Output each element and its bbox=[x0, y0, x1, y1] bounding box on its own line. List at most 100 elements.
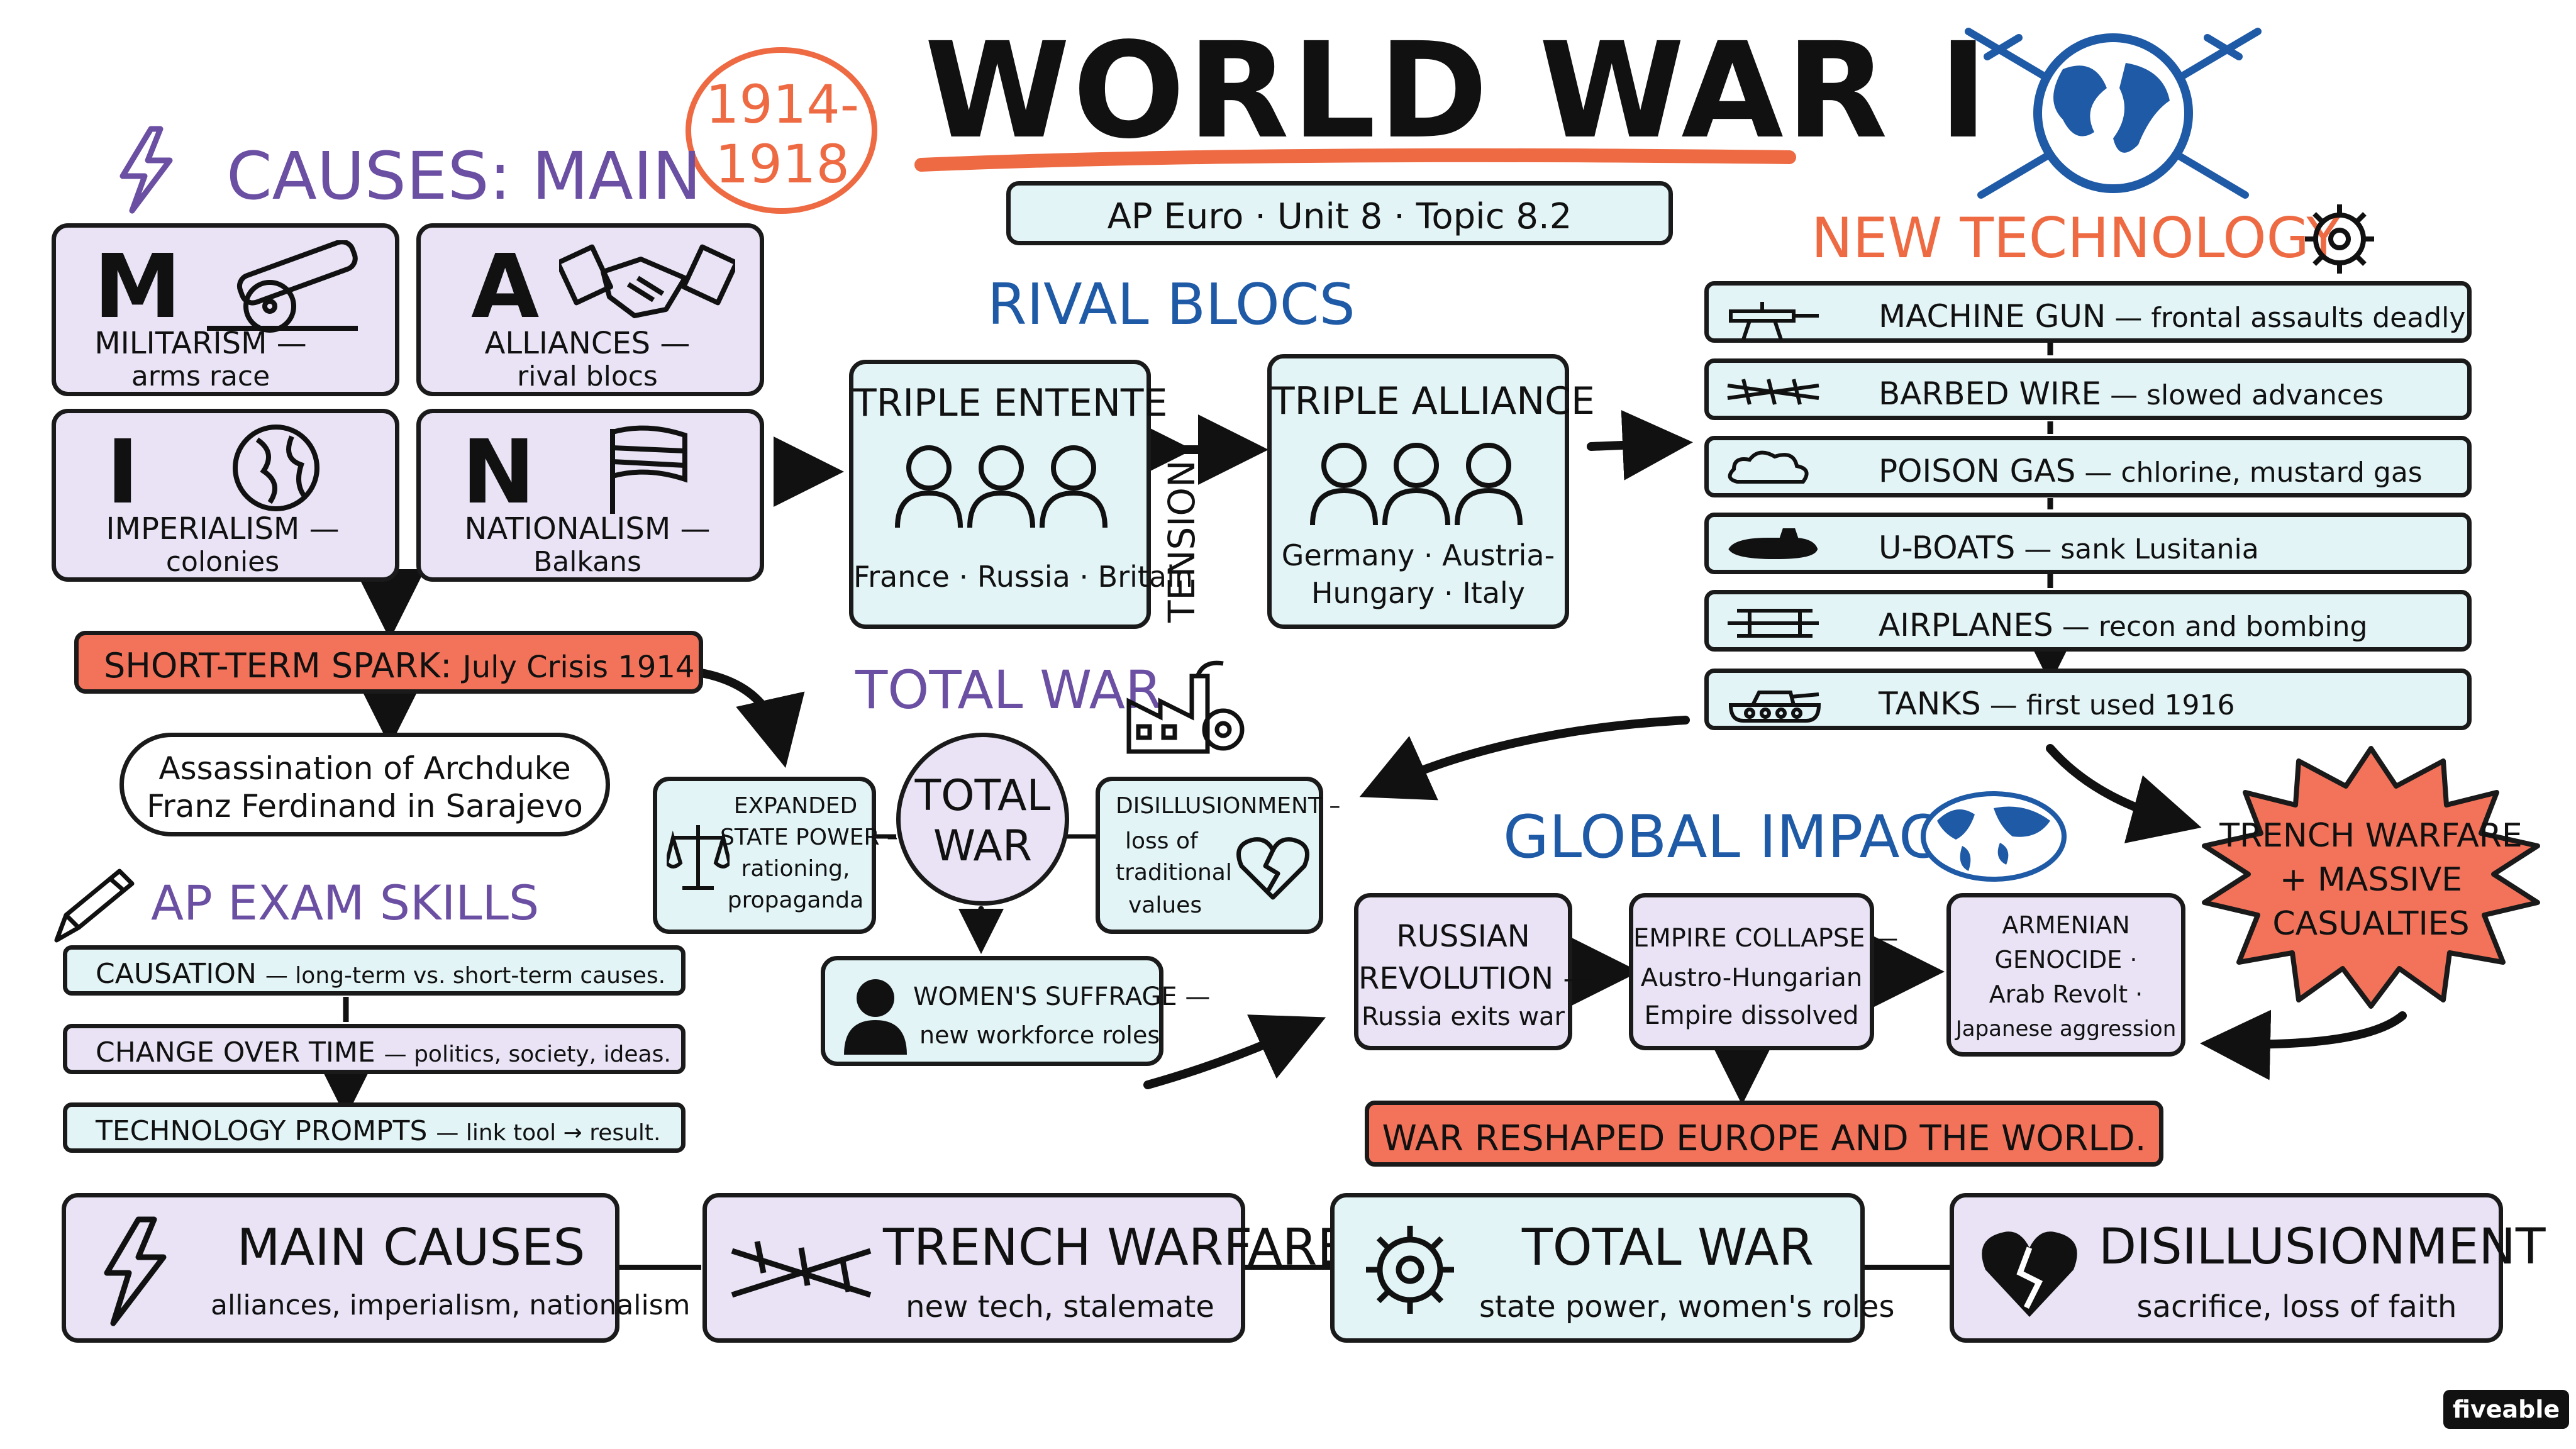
flag-icon bbox=[603, 423, 691, 517]
disillusionment-box: DISILLUSIONMENT – loss of traditional va… bbox=[1096, 777, 1340, 934]
date-start: 1914- bbox=[705, 74, 860, 135]
watermark-text: fiveable bbox=[2452, 1396, 2560, 1423]
technology-item: U-BOATS— sank Lusitania bbox=[1704, 513, 2472, 574]
globe-icon bbox=[226, 421, 326, 515]
cause-detail: colonies bbox=[165, 546, 280, 578]
biplane-icon bbox=[1724, 598, 1825, 648]
technology-detail: — chlorine, mustard gas bbox=[2084, 457, 2423, 489]
suffrage-box: WOMEN'S SUFFRAGE — new workforce roles bbox=[821, 956, 1210, 1066]
summary-title: TOTAL WAR bbox=[1521, 1218, 1814, 1277]
arrow-blocs-to-tech bbox=[1587, 409, 1693, 480]
people-icon bbox=[891, 440, 1111, 534]
alliance-name: TRIPLE ALLIANCE bbox=[1272, 379, 1595, 423]
technology-name: BARBED WIRE bbox=[1879, 375, 2102, 412]
broken-heart-icon bbox=[1235, 835, 1311, 904]
gear-icon bbox=[1353, 1213, 1504, 1326]
machine-gun-icon bbox=[1724, 289, 1825, 340]
barbed-wire-icon bbox=[726, 1213, 877, 1326]
technology-item: TANKS— first used 1916 bbox=[1704, 669, 2472, 730]
cause-label: MILITARISM — bbox=[94, 326, 307, 361]
arrow-tech-to-totalwar bbox=[1359, 716, 1690, 801]
cause-letter: A bbox=[471, 236, 540, 338]
russia-line: RUSSIAN bbox=[1396, 919, 1530, 954]
result-text: WAR RESHAPED EUROPE AND THE WORLD. bbox=[1382, 1118, 2146, 1159]
technology-name: TANKS bbox=[1879, 686, 1981, 722]
technology-item-text: BARBED WIRE— slowed advances bbox=[1879, 378, 2384, 409]
technology-detail: — recon and bombing bbox=[2062, 611, 2368, 643]
empire-line: Empire dissolved bbox=[1644, 1001, 1859, 1030]
factory-icon bbox=[1123, 657, 1248, 758]
gas-cloud-icon bbox=[1724, 444, 1825, 494]
cause-letter: N bbox=[462, 421, 536, 524]
summary-title: TRENCH WARFARE bbox=[883, 1218, 1349, 1277]
exam-skill-item: TECHNOLOGY PROMPTS— link tool → result. bbox=[63, 1102, 686, 1153]
cause-detail: arms race bbox=[131, 360, 270, 392]
assassination-bubble: Assassination of Archduke Franz Ferdinan… bbox=[119, 733, 610, 836]
subtitle-box: AP Euro · Unit 8 · Topic 8.2 bbox=[1006, 181, 1673, 245]
disillusion-line: loss of bbox=[1125, 828, 1198, 854]
title-underline bbox=[914, 148, 1796, 172]
technology-name: POISON GAS bbox=[1879, 453, 2076, 489]
cause-nationalism: N NATIONALISM — Balkans bbox=[416, 409, 764, 582]
world-map-icon bbox=[1918, 789, 2069, 884]
gear-icon bbox=[2296, 198, 2384, 280]
disillusion-line: values bbox=[1128, 892, 1202, 918]
global-impact-heading: GLOBAL IMPACT bbox=[1503, 803, 1977, 872]
submarine-icon bbox=[1724, 521, 1825, 571]
exam-skill-name: CAUSATION bbox=[96, 958, 257, 990]
technology-item-text: AIRPLANES— recon and bombing bbox=[1879, 609, 2367, 641]
triple-entente-box: TRIPLE ENTENTE France · Russia · Britain bbox=[849, 360, 1194, 629]
lightning-icon bbox=[85, 1213, 236, 1326]
summary-title: DISILLUSIONMENT bbox=[2099, 1219, 2546, 1275]
trench-warfare-burst: TRENCH WARFARE + MASSIVE CASUALTIES bbox=[2195, 745, 2547, 1009]
barbed-wire-icon bbox=[1724, 367, 1825, 417]
state-power-line: propaganda bbox=[727, 887, 864, 913]
entente-name: TRIPLE ENTENTE bbox=[853, 381, 1168, 425]
fiveable-watermark: fiveable bbox=[2443, 1390, 2569, 1429]
handshake-icon bbox=[555, 240, 739, 328]
exam-skill-text: TECHNOLOGY PROMPTS— link tool → result. bbox=[96, 1118, 661, 1145]
technology-detail: — sank Lusitania bbox=[2024, 533, 2259, 565]
armenian-line: Arab Revolt · bbox=[1989, 980, 2143, 1008]
causes-heading: CAUSES: MAIN bbox=[226, 138, 702, 214]
empire-line: Austro-Hungarian bbox=[1640, 963, 1863, 992]
spark-text: SHORT-TERM SPARK: July Crisis 1914 bbox=[104, 649, 694, 683]
armenian-line: GENOCIDE · bbox=[1994, 946, 2138, 974]
exam-skill-item: CHANGE OVER TIME— politics, society, ide… bbox=[63, 1024, 686, 1074]
spark-box: SHORT-TERM SPARK: July Crisis 1914 bbox=[74, 631, 703, 694]
technology-item: BARBED WIRE— slowed advances bbox=[1704, 358, 2472, 420]
technology-item-text: POISON GAS— chlorine, mustard gas bbox=[1879, 455, 2423, 487]
armenian-line: Japanese aggression bbox=[1955, 1016, 2177, 1041]
technology-item-text: U-BOATS— sank Lusitania bbox=[1879, 532, 2259, 564]
disillusion-line: traditional bbox=[1116, 860, 1232, 886]
exam-skill-detail: — link tool → result. bbox=[436, 1120, 661, 1146]
exam-skills-heading: AP EXAM SKILLS bbox=[151, 875, 540, 931]
date-end: 1918 bbox=[715, 133, 850, 195]
summary-detail: sacrifice, loss of faith bbox=[2136, 1289, 2457, 1324]
state-power-line: rationing, bbox=[741, 856, 850, 882]
cause-imperialism: I IMPERIALISM — colonies bbox=[52, 409, 399, 582]
people-icon bbox=[1306, 437, 1526, 531]
assassination-line: Assassination of Archduke bbox=[158, 750, 571, 787]
tank-icon bbox=[1724, 677, 1825, 727]
tension-label: TENSION bbox=[1160, 460, 1203, 623]
technology-name: U-BOATS bbox=[1879, 530, 2016, 566]
lightning-icon bbox=[113, 126, 176, 214]
trench-burst-line: TRENCH WARFARE bbox=[2219, 817, 2523, 855]
cause-label: ALLIANCES — bbox=[484, 326, 691, 361]
armenian-line: ARMENIAN bbox=[2002, 911, 2130, 939]
total-war-circle: TOTAL WAR bbox=[896, 733, 1069, 906]
technology-detail: — frontal assaults deadly bbox=[2114, 302, 2466, 334]
arrow-tech-to-trench bbox=[2046, 744, 2202, 843]
alliance-members: Germany · Austria- bbox=[1281, 538, 1555, 572]
technology-detail: — slowed advances bbox=[2110, 379, 2384, 411]
russia-line: Russia exits war bbox=[1362, 1002, 1565, 1031]
entente-members: France · Russia · Britain bbox=[853, 560, 1194, 594]
arrow-trench-to-global bbox=[2200, 1009, 2407, 1080]
scales-icon bbox=[664, 819, 732, 894]
page-title: WORLD WAR I bbox=[924, 14, 1990, 168]
